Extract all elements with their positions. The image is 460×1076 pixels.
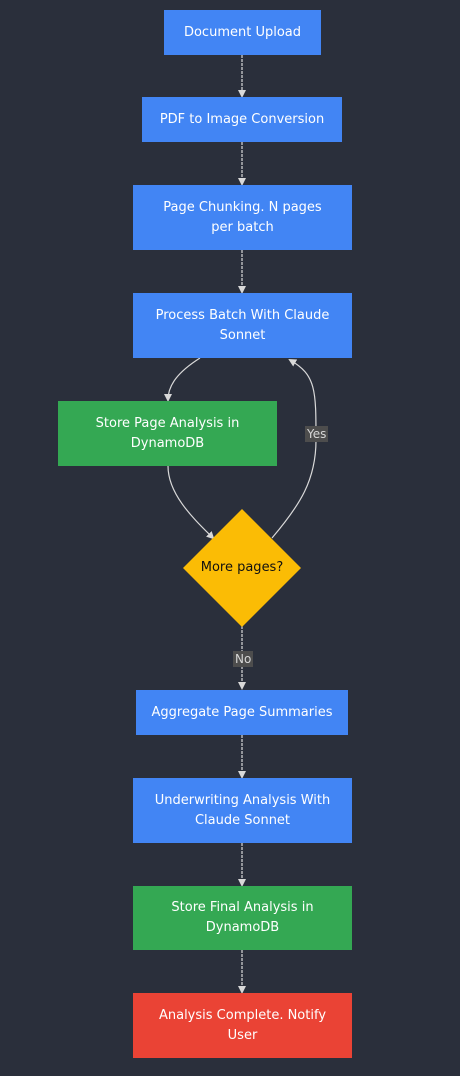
node-process-batch: Process Batch With Claude Sonnet xyxy=(133,293,352,358)
node-underwriting-analysis: Underwriting Analysis With Claude Sonnet xyxy=(133,778,352,843)
edge-decision-yes-loop xyxy=(271,358,317,539)
edge-store-to-decision xyxy=(167,465,215,540)
node-pdf-conversion-label: PDF to Image Conversion xyxy=(159,111,325,127)
node-store-final-analysis-label: Store Final Analysis in DynamoDB xyxy=(171,900,314,935)
node-underwriting-analysis-label: Underwriting Analysis With Claude Sonnet xyxy=(154,792,331,828)
edge-label-yes: Yes xyxy=(305,426,329,442)
edge-process-to-store xyxy=(164,357,201,402)
edge-label-no: No xyxy=(233,651,254,667)
node-aggregate-summaries-label: Aggregate Page Summaries xyxy=(151,704,333,720)
node-store-final-analysis: Store Final Analysis in DynamoDB xyxy=(133,886,352,950)
node-page-chunking-label: Page Chunking. N pages per batch xyxy=(163,199,322,235)
decision-label: More pages? xyxy=(200,560,284,575)
node-aggregate-summaries: Aggregate Page Summaries xyxy=(136,690,348,735)
node-pdf-conversion: PDF to Image Conversion xyxy=(142,97,342,142)
node-analysis-complete: Analysis Complete. Notify User xyxy=(133,993,352,1058)
node-document-upload-label: Document Upload xyxy=(183,24,302,40)
node-page-chunking: Page Chunking. N pages per batch xyxy=(133,185,352,250)
node-process-batch-label: Process Batch With Claude Sonnet xyxy=(155,307,330,343)
node-analysis-complete-label: Analysis Complete. Notify User xyxy=(158,1007,327,1043)
node-store-page-analysis-label: Store Page Analysis in DynamoDB xyxy=(95,415,240,451)
node-store-page-analysis: Store Page Analysis in DynamoDB xyxy=(58,401,277,466)
decision-diamond xyxy=(183,509,301,627)
node-document-upload: Document Upload xyxy=(164,10,321,55)
